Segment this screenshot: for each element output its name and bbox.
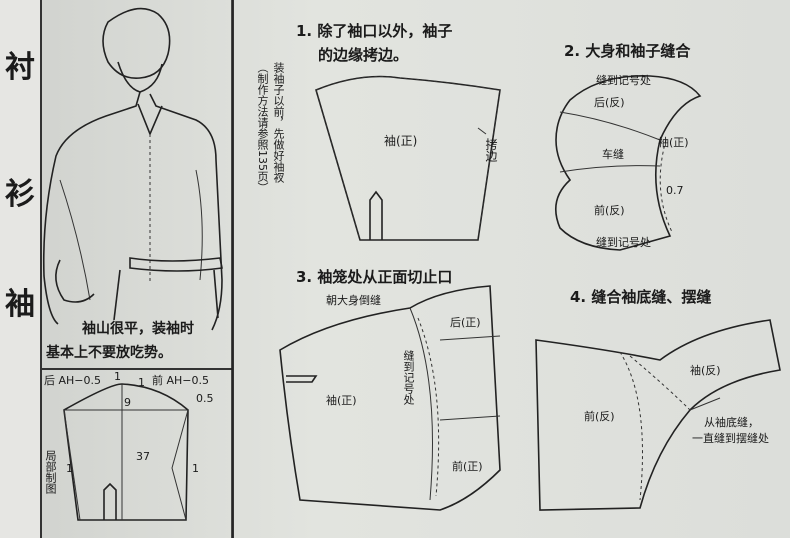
fashion-illustration bbox=[42, 7, 223, 331]
note-vertical-1: 装袖子以前，先做好袖衩 bbox=[272, 62, 285, 183]
local-draft-label: 局部制图 bbox=[44, 450, 57, 494]
step3-sleeve-face: 袖(正) bbox=[326, 394, 357, 407]
step4-title: 4. 缝合袖底缝、摆缝 bbox=[570, 288, 712, 306]
step2-measure: 0.7 bbox=[666, 184, 684, 197]
step1-overlock-label: 拷边 bbox=[484, 138, 498, 162]
step4-seam-note-2: 一直缝到摆缝处 bbox=[692, 432, 769, 445]
step3-back-face: 后(正) bbox=[450, 316, 481, 329]
right-05-label: 0.5 bbox=[196, 392, 214, 405]
step1-title-2: 的边缘拷边。 bbox=[318, 46, 409, 64]
left-1-label: 1 bbox=[66, 462, 73, 475]
illustration-caption-1: 袖山很平，装袖时 bbox=[82, 321, 194, 337]
step2-sleeve-face: 袖(正) bbox=[658, 136, 689, 149]
step4-sleeve-rev: 袖(反) bbox=[690, 364, 721, 377]
top-1-label: 1 bbox=[114, 370, 121, 383]
step4-front-rev: 前(反) bbox=[584, 410, 615, 423]
step2-stitch: 车缝 bbox=[602, 148, 624, 161]
step2-front-rev: 前(反) bbox=[594, 204, 625, 217]
left-divider bbox=[40, 368, 232, 370]
left-panel bbox=[40, 0, 234, 538]
length-label: 37 bbox=[136, 450, 150, 463]
step3-piece bbox=[279, 285, 501, 511]
step4-piece bbox=[535, 319, 781, 511]
step1-title-1: 1. 除了袖口以外，袖子 bbox=[296, 22, 453, 40]
top-1b-label: 1 bbox=[138, 376, 145, 389]
step3-front-face: 前(正) bbox=[452, 460, 483, 473]
sleeve-pattern-draft bbox=[63, 383, 189, 521]
step3-fold-note: 朝大身倒缝 bbox=[326, 294, 381, 307]
sidebar-char-3: 袖 bbox=[5, 287, 35, 322]
step1-sleeve-label: 袖(正) bbox=[384, 134, 418, 148]
step2-notch-top: 缝到记号处 bbox=[596, 74, 651, 87]
step1-sleeve-piece bbox=[315, 75, 501, 241]
step2-body-sleeve bbox=[554, 75, 702, 251]
back-ah-label: 后 AH−0.5 bbox=[44, 374, 102, 387]
step3-title: 3. 袖笼处从正面切止口 bbox=[296, 268, 453, 286]
sidebar-char-2: 衫 bbox=[5, 177, 35, 212]
front-ah-label: 前 AH−0.5 bbox=[152, 374, 210, 387]
step2-back-rev: 后(反) bbox=[594, 96, 625, 109]
note-vertical-2: （制作方法请参照135页） bbox=[256, 62, 269, 193]
illustration-caption-2: 基本上不要放吃势。 bbox=[46, 345, 172, 361]
cap-height-label: 9 bbox=[124, 396, 131, 409]
step2-title: 2. 大身和袖子缝合 bbox=[564, 42, 691, 60]
right-1-label: 1 bbox=[192, 462, 199, 475]
step4-seam-note-1: 从袖底缝， bbox=[704, 416, 759, 429]
step2-notch-bottom: 缝到记号处 bbox=[596, 236, 651, 249]
sidebar-char-1: 衬 bbox=[5, 50, 35, 85]
sidebar: 衬 衫 袖 bbox=[0, 0, 42, 538]
step3-sew-to-mark: 缝到记号处 bbox=[402, 350, 415, 405]
